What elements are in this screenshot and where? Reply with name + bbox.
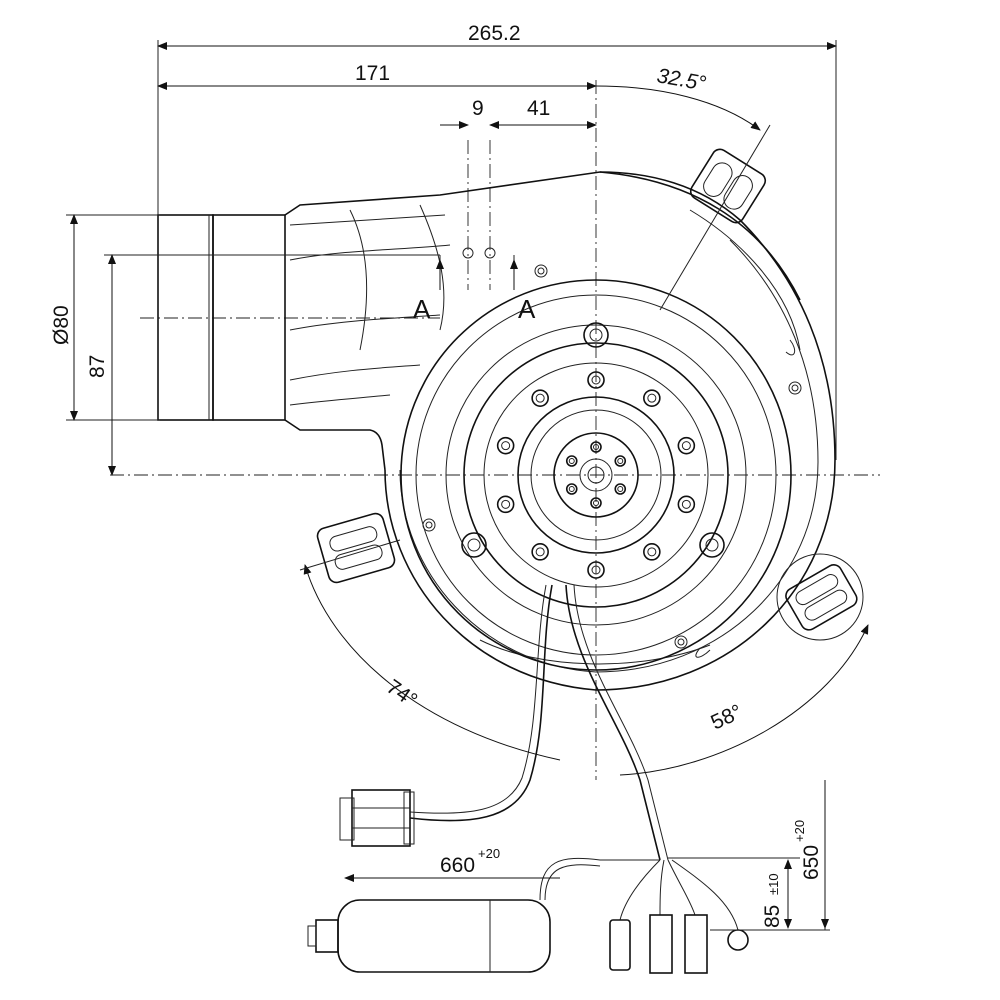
capacitor	[307, 857, 660, 973]
bolt-hole-inner	[591, 375, 601, 385]
bolt-hole	[531, 389, 549, 407]
bolt-hole	[614, 455, 627, 467]
bolt-hole	[496, 436, 515, 455]
dim-mount-angle-top: 32.5°	[655, 64, 708, 95]
dim-hole-offset: 41	[527, 97, 550, 120]
lead-terminals	[609, 859, 749, 974]
bolt-hole-inner	[617, 486, 624, 492]
connector	[339, 789, 415, 847]
dim-inlet-offset: 171	[355, 62, 390, 85]
bolt-hole	[565, 483, 578, 495]
section-mark-right: A	[518, 294, 536, 324]
bolt-hole	[587, 371, 605, 389]
dim-mount-angle-right: 58°	[707, 700, 746, 734]
dim-overall-width: 265.2	[468, 22, 521, 45]
bolt-hole-inner	[593, 444, 599, 450]
bolt-hole	[531, 543, 549, 561]
scroll-housing	[384, 171, 836, 691]
dim-outlet-height: 87	[86, 355, 109, 378]
mount-lug-right	[776, 553, 864, 641]
dim-inlet-diameter: Ø80	[50, 305, 73, 345]
dim-cable-length-leads: 650	[800, 845, 823, 880]
motor	[400, 279, 792, 671]
bolt-hole	[496, 495, 515, 514]
bolt-hole-inner	[501, 441, 511, 451]
bolt-hole-inner	[617, 458, 624, 464]
bolt-hole-inner	[593, 500, 599, 506]
inlet-duct	[157, 171, 801, 471]
bolt-hole	[614, 483, 627, 495]
bolt-hole-inner	[535, 393, 545, 403]
bolt-hole	[677, 495, 696, 514]
mount-lug-top	[689, 148, 767, 224]
dim-strip-length: 85	[761, 905, 784, 928]
bolt-hole	[590, 441, 602, 453]
bolt-hole	[587, 561, 605, 579]
bolt-hole-inner	[681, 441, 691, 451]
bolt-holes	[422, 247, 802, 649]
cables	[409, 584, 669, 861]
bolt-hole	[590, 497, 602, 509]
bolt-hole-inner	[681, 499, 691, 509]
bolt-hole-inner	[501, 499, 511, 509]
bolt-hole	[643, 389, 661, 407]
dim-hole-spacing: 9	[472, 97, 484, 120]
dimension-lines	[66, 40, 869, 931]
bolt-hole	[565, 455, 578, 467]
bolt-hole-inner	[647, 547, 657, 557]
dim-cable-length-connector-tol: +20	[478, 846, 500, 861]
bolt-hole-inner	[568, 486, 575, 492]
dim-strip-length-tol: ±10	[766, 873, 781, 895]
bolt-hole-inner	[568, 458, 575, 464]
bolt-hole-inner	[647, 393, 657, 403]
bolt-hole-inner	[591, 565, 601, 575]
bolt-hole-inner	[535, 547, 545, 557]
dim-cable-length-leads-tol: +20	[792, 820, 807, 842]
section-mark-left: A	[413, 294, 431, 324]
mount-lug-left	[316, 512, 396, 584]
dim-mount-angle-left: 74°	[382, 675, 421, 712]
dim-cable-length-connector: 660	[440, 854, 475, 877]
bolt-hole	[643, 543, 661, 561]
bolt-hole	[677, 436, 696, 455]
